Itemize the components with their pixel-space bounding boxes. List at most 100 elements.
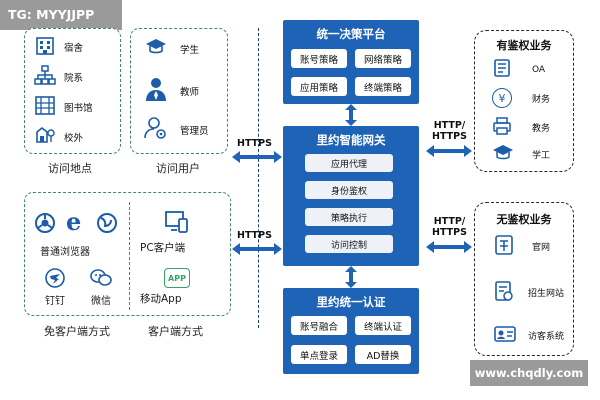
mobile-app-label: 移动App [140, 293, 182, 305]
app-icon: APP [164, 268, 190, 288]
dingtalk-icon [44, 268, 66, 292]
decision-platform-title: 统一决策平台 [316, 27, 386, 41]
ie-icon: e [66, 207, 82, 236]
user-item-teacher: 教师 [144, 76, 199, 105]
auth-business-label: 教务 [532, 124, 551, 134]
noauth-business-box: 无鉴权业务 [474, 202, 574, 356]
http-https-label-top-line2: HTTPS [432, 131, 467, 142]
vertical-arrow-top [345, 104, 357, 126]
auth-business-item-oa: OA [492, 58, 545, 81]
teacher-icon [144, 76, 168, 105]
auth-business-label: OA [532, 64, 546, 75]
admission-icon [494, 280, 514, 305]
watermark-top-text: TG: MYYJJPP [8, 7, 95, 22]
wechat-item: 微信 [86, 268, 116, 307]
watermark-top: TG: MYYJJPP [0, 0, 122, 30]
auth-business-label: 财务 [532, 94, 551, 105]
http-arrow-top [426, 145, 472, 157]
gateway-access-control-button[interactable]: 访问控制 [305, 235, 393, 253]
graduation-cap-icon [144, 36, 168, 61]
location-item-outside: 校外 [34, 124, 83, 149]
location-label: 图书馆 [64, 102, 93, 114]
location-item-dept: 院系 [34, 64, 83, 89]
noauth-business-label: 招生网站 [528, 289, 565, 299]
auth-business-item-finance: ¥ 财务 [492, 88, 550, 108]
noauth-business-item-admission: 招生网站 [494, 280, 564, 305]
auth-business-title: 有鉴权业务 [496, 39, 552, 52]
wechat-icon [89, 268, 113, 292]
pc-client-item: PC客户端 [140, 210, 226, 255]
client-caption: 客户端方式 [148, 325, 203, 338]
https-arrow-top [232, 151, 282, 163]
library-icon [34, 94, 56, 119]
auth-ad-replace-button[interactable]: AD替换 [355, 345, 411, 364]
user-item-admin: 管理员 [144, 116, 209, 143]
gateway-panel: 里约智能网关 应用代理 身份鉴权 策略执行 访问控制 [283, 126, 419, 266]
auth-terminal-auth-button[interactable]: 终端认证 [355, 316, 411, 335]
policy-network-button[interactable]: 网络策略 [355, 49, 411, 68]
access-users-caption: 访问用户 [156, 162, 200, 175]
dingtalk-label: 钉钉 [45, 296, 65, 307]
auth-panel: 里约统一认证 账号融合 终端认证 单点登录 AD替换 [283, 288, 419, 374]
vertical-arrow-bottom [345, 266, 357, 288]
gateway-title: 里约智能网关 [316, 133, 386, 147]
auth-business-item-student-affairs: 学工 [492, 144, 550, 165]
auth-business-label: 学工 [532, 151, 551, 161]
dingtalk-item: 钉钉 [40, 268, 70, 307]
printer-icon [492, 116, 512, 139]
auth-account-merge-button[interactable]: 账号融合 [291, 316, 347, 335]
gateway-identity-auth-button[interactable]: 身份鉴权 [305, 181, 393, 199]
mobile-app-item: APP 移动App [140, 268, 226, 306]
outside-icon [34, 124, 56, 149]
https-label-top: HTTPS [237, 138, 272, 149]
policy-account-button[interactable]: 账号策略 [291, 49, 347, 68]
auth-title: 里约统一认证 [316, 295, 386, 309]
http-https-label-bottom-line2: HTTPS [432, 227, 467, 238]
policy-terminal-button[interactable]: 终端策略 [355, 77, 411, 96]
visitor-card-icon [494, 324, 516, 347]
auth-business-box: 有鉴权业务 [474, 30, 574, 172]
policy-app-button[interactable]: 应用策略 [291, 77, 347, 96]
user-label: 学生 [180, 44, 200, 56]
access-location-caption: 访问地点 [48, 162, 92, 175]
noauth-business-title: 无鉴权业务 [496, 213, 552, 226]
client-methods-box [24, 192, 231, 316]
user-item-student: 学生 [144, 36, 199, 61]
browsers-label: 普通浏览器 [40, 247, 90, 258]
pc-device-icon [164, 210, 190, 238]
noauth-business-label: 官网 [532, 243, 551, 253]
clientless-caption: 免客户端方式 [44, 325, 110, 338]
auth-business-item-academic: 教务 [492, 116, 550, 139]
noauth-business-item-visitor: 访客系统 [494, 324, 564, 347]
auth-sso-button[interactable]: 单点登录 [291, 345, 347, 364]
noauth-business-label: 访客系统 [528, 332, 565, 342]
http-https-label-bottom-line1: HTTP/ [433, 216, 466, 227]
doc-icon [492, 58, 512, 81]
location-label: 院系 [64, 72, 84, 84]
wechat-label: 微信 [91, 296, 111, 307]
gateway-policy-exec-button[interactable]: 策略执行 [305, 208, 393, 226]
http-https-label-top-line1: HTTP/ [433, 120, 466, 131]
admin-gear-icon [144, 116, 168, 143]
pc-client-label: PC客户端 [140, 242, 186, 254]
location-label: 校外 [64, 132, 84, 144]
location-item-dorm: 宿舍 [34, 34, 83, 59]
building-icon [34, 34, 56, 59]
graduation-cap-icon [492, 144, 514, 165]
https-label-bottom: HTTPS [237, 230, 272, 241]
website-icon [494, 234, 514, 259]
user-label: 管理员 [180, 125, 209, 137]
watermark-bottom-text: www.chqdly.com [474, 366, 584, 380]
yuan-icon: ¥ [492, 88, 512, 108]
org-chart-icon [34, 64, 56, 89]
location-item-library: 图书馆 [34, 94, 93, 119]
user-label: 教师 [180, 86, 200, 98]
decision-platform-panel: 统一决策平台 账号策略 网络策略 应用策略 终端策略 [283, 20, 419, 104]
client-divider [129, 202, 130, 310]
left-separator-line [258, 28, 259, 328]
http-https-label-top: HTTP/HTTPS [432, 120, 467, 142]
gateway-app-proxy-button[interactable]: 应用代理 [305, 154, 393, 172]
browser-icons: e [34, 207, 124, 236]
http-arrow-bottom [426, 241, 472, 253]
watermark-bottom: www.chqdly.com [470, 360, 588, 386]
